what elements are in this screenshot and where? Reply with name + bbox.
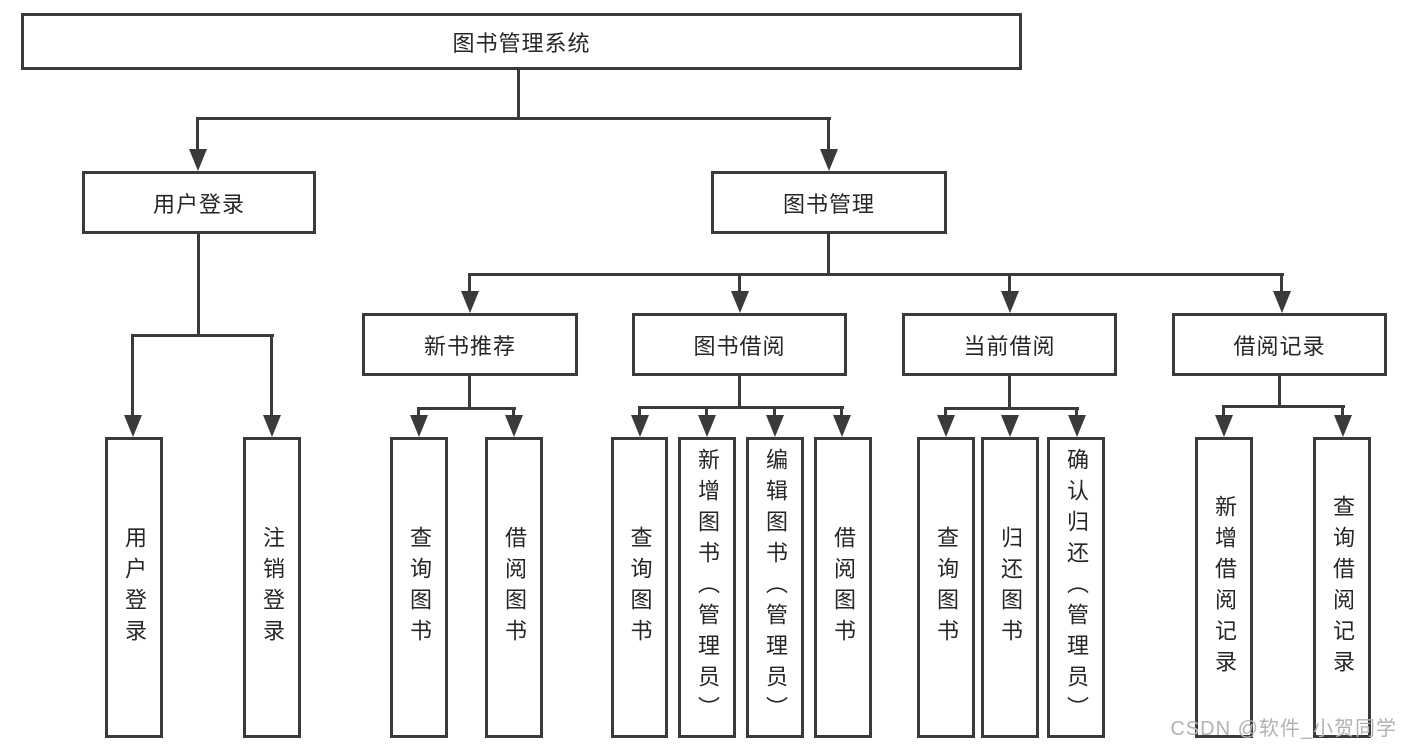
connector-line-vertical <box>270 334 273 416</box>
connector-line-vertical <box>197 234 200 335</box>
connector-line-vertical <box>1222 405 1225 416</box>
node-borrow-record: 借阅记录 <box>1172 313 1387 376</box>
leaf-logout-label: 注销登录 <box>260 525 285 650</box>
arrowhead-down-icon <box>820 149 838 171</box>
connector-line-vertical <box>773 406 776 416</box>
node-new-book-rec-label: 新书推荐 <box>423 333 516 359</box>
arrowhead-down-icon <box>1068 415 1086 437</box>
leaf-rec-query-book-label: 查询图书 <box>407 525 432 650</box>
node-book-borrow: 图书借阅 <box>632 313 847 376</box>
leaf-bb-add-book-label: 新增图书（管理员） <box>695 448 720 727</box>
watermark: CSDN @软件_小贺同学 <box>1170 718 1397 740</box>
leaf-cb-return-book-label: 归还图书 <box>998 525 1023 650</box>
connector-line-vertical <box>417 407 420 416</box>
leaf-cb-query-book-label: 查询图书 <box>934 525 959 650</box>
node-book-borrow-label: 图书借阅 <box>693 333 786 359</box>
arrowhead-down-icon <box>1334 415 1352 437</box>
arrowhead-down-icon <box>1215 415 1233 437</box>
connector-line-vertical <box>638 406 641 416</box>
connector-line-vertical <box>1075 407 1078 416</box>
leaf-logout: 注销登录 <box>243 437 301 738</box>
connector-line-vertical <box>468 376 471 408</box>
connector-line-vertical <box>1008 376 1011 408</box>
leaf-bb-edit-book-label: 编辑图书（管理员） <box>763 448 788 727</box>
arrowhead-down-icon <box>937 415 955 437</box>
node-new-book-rec: 新书推荐 <box>362 313 578 376</box>
arrowhead-down-icon <box>263 415 281 437</box>
connector-line-horizontal <box>468 273 1284 276</box>
leaf-cb-confirm-return: 确认归还（管理员） <box>1047 437 1105 738</box>
connector-line-vertical <box>944 407 947 416</box>
leaf-br-add-record: 新增借阅记录 <box>1195 437 1253 738</box>
arrowhead-down-icon <box>1273 291 1291 313</box>
leaf-rec-borrow-book-label: 借阅图书 <box>502 525 527 650</box>
arrowhead-down-icon <box>505 415 523 437</box>
leaf-bb-edit-book: 编辑图书（管理员） <box>746 437 804 738</box>
connector-line-horizontal <box>1222 405 1345 408</box>
leaf-bb-query-book: 查询图书 <box>611 437 668 738</box>
connector-line-vertical <box>1341 405 1344 416</box>
leaf-cb-return-book: 归还图书 <box>981 437 1039 738</box>
connector-line-vertical <box>1008 273 1011 292</box>
connector-line-horizontal <box>417 407 516 410</box>
leaf-login: 用户登录 <box>105 437 163 738</box>
node-borrow-record-label: 借阅记录 <box>1233 333 1326 359</box>
leaf-br-add-record-label: 新增借阅记录 <box>1212 494 1237 681</box>
arrowhead-down-icon <box>766 415 784 437</box>
connector-line-vertical <box>1278 376 1281 406</box>
arrowhead-down-icon <box>189 149 207 171</box>
leaf-login-label: 用户登录 <box>122 525 147 650</box>
leaf-bb-borrow-book-label: 借阅图书 <box>831 525 856 650</box>
connector-line-horizontal <box>944 407 1079 410</box>
node-user-login: 用户登录 <box>82 171 316 234</box>
arrowhead-down-icon <box>124 415 142 437</box>
leaf-br-query-record-label: 查询借阅记录 <box>1330 494 1355 681</box>
arrowhead-down-icon <box>731 291 749 313</box>
connector-line-vertical <box>468 273 471 292</box>
connector-line-vertical <box>738 273 741 292</box>
connector-line-vertical <box>840 406 843 416</box>
leaf-br-query-record: 查询借阅记录 <box>1313 437 1371 738</box>
connector-line-vertical <box>827 234 830 274</box>
connector-line-horizontal <box>196 117 831 120</box>
arrowhead-down-icon <box>410 415 428 437</box>
connector-line-horizontal <box>131 334 274 337</box>
arrowhead-down-icon <box>833 415 851 437</box>
connector-line-vertical <box>705 406 708 416</box>
node-root-label: 图书管理系统 <box>452 30 591 56</box>
connector-line-vertical <box>512 407 515 416</box>
connector-line-vertical <box>827 117 830 150</box>
leaf-rec-query-book: 查询图书 <box>390 437 448 738</box>
arrowhead-down-icon <box>1001 291 1019 313</box>
connector-line-vertical <box>738 376 741 407</box>
connector-line-vertical <box>1280 273 1283 292</box>
node-user-login-label: 用户登录 <box>152 191 245 217</box>
leaf-bb-add-book: 新增图书（管理员） <box>678 437 736 738</box>
leaf-bb-borrow-book: 借阅图书 <box>814 437 872 738</box>
connector-line-vertical <box>196 117 199 150</box>
leaf-bb-query-book-label: 查询图书 <box>627 525 653 650</box>
connector-line-horizontal <box>638 406 844 409</box>
leaf-cb-confirm-return-label: 确认归还（管理员） <box>1064 448 1089 727</box>
node-current-borrow: 当前借阅 <box>902 313 1117 376</box>
node-root: 图书管理系统 <box>21 13 1022 70</box>
node-book-mgmt-label: 图书管理 <box>782 191 875 217</box>
arrowhead-down-icon <box>631 415 649 437</box>
arrowhead-down-icon <box>1001 415 1019 437</box>
leaf-rec-borrow-book: 借阅图书 <box>485 437 543 738</box>
arrowhead-down-icon <box>461 291 479 313</box>
connector-line-vertical <box>131 334 134 416</box>
node-book-mgmt: 图书管理 <box>711 171 947 234</box>
arrowhead-down-icon <box>698 415 716 437</box>
node-current-borrow-label: 当前借阅 <box>963 333 1056 359</box>
connector-line-vertical <box>517 70 520 118</box>
leaf-cb-query-book: 查询图书 <box>917 437 975 738</box>
